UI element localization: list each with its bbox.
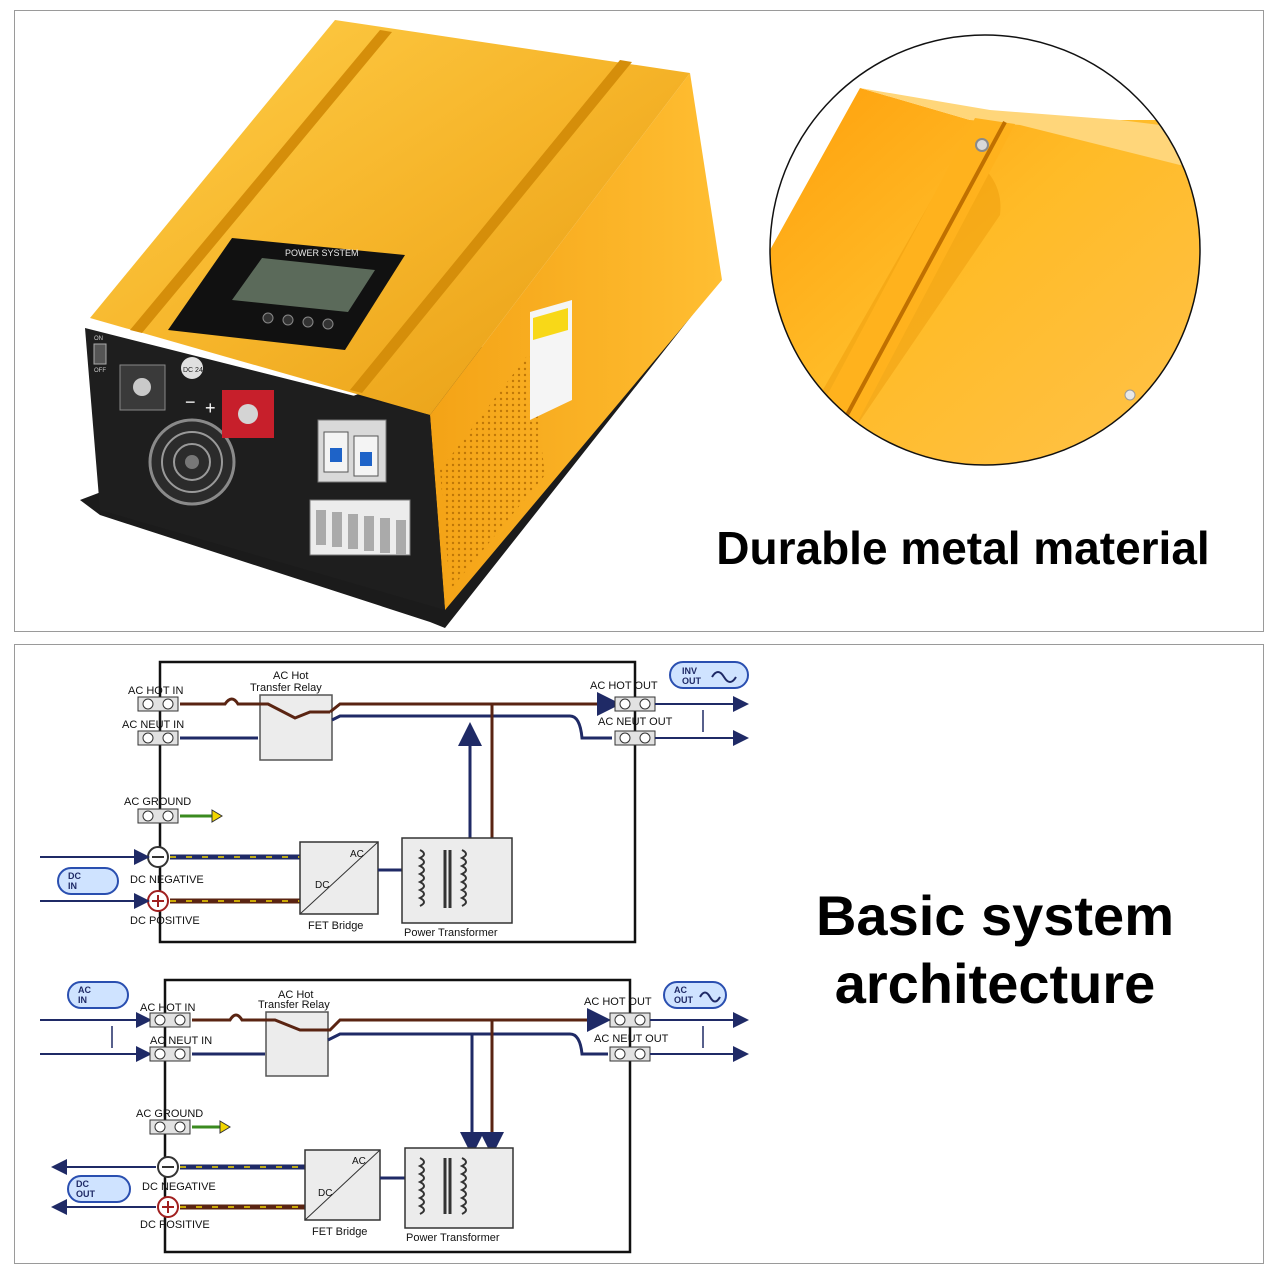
side-vent <box>440 352 545 590</box>
label-power-transformer: Power Transformer <box>404 927 498 939</box>
power-switch[interactable] <box>93 343 107 365</box>
svg-text:AC Hot: AC Hot <box>273 670 308 682</box>
lcd-button[interactable] <box>282 314 294 326</box>
lcd-screen <box>232 258 375 312</box>
ac-terminal-block[interactable] <box>309 499 411 556</box>
svg-text:OUT: OUT <box>674 995 694 1005</box>
label-ac-hot-in: AC HOT IN <box>128 685 183 697</box>
lcd-button[interactable] <box>262 312 274 324</box>
svg-text:INV: INV <box>682 666 697 676</box>
svg-text:DC 24V: DC 24V <box>183 367 208 374</box>
svg-text:DC: DC <box>318 1188 332 1199</box>
label-ac-ground: AC GROUND <box>124 796 191 808</box>
svg-text:DC: DC <box>315 880 329 891</box>
dc-in-badge <box>57 867 119 895</box>
svg-text:DC: DC <box>76 1179 89 1189</box>
brand-label: POWER SYSTEM <box>285 248 359 258</box>
svg-text:DC: DC <box>68 871 81 881</box>
svg-text:AC Hot: AC Hot <box>278 989 313 1001</box>
svg-text:AC: AC <box>674 985 687 995</box>
svg-text:AC: AC <box>78 985 91 995</box>
ac-in-badge <box>67 981 129 1009</box>
label-ac-ground: AC GROUND <box>136 1108 203 1120</box>
caption-line-2: architecture <box>834 952 1156 1015</box>
svg-text:IN: IN <box>68 881 77 891</box>
svg-text:ON: ON <box>94 336 103 342</box>
label-ac-neut-out: AC NEUT OUT <box>598 716 673 728</box>
plus-mark: + <box>205 398 216 418</box>
label-ac-neut-in: AC NEUT IN <box>150 1035 212 1047</box>
label-ac-hot-out: AC HOT OUT <box>584 996 652 1008</box>
label-ac-hot-in: AC HOT IN <box>140 1002 195 1014</box>
power-transformer <box>404 1147 514 1229</box>
label-fet-bridge: FET Bridge <box>308 920 363 932</box>
svg-text:Transfer Relay: Transfer Relay <box>258 999 330 1011</box>
lcd-button[interactable] <box>322 318 334 330</box>
label-power-transformer: Power Transformer <box>406 1232 500 1244</box>
diagram-charger-mode: AC IN AC Hot Transfer Relay AC HOT IN AC… <box>40 978 749 1254</box>
label-dc-positive: DC POSITIVE <box>130 915 200 927</box>
zoom-circle-border <box>769 34 1201 466</box>
label-ac-hot-out: AC HOT OUT <box>590 680 658 692</box>
label-dc-negative: DC NEGATIVE <box>142 1181 216 1193</box>
label-ac-neut-in: AC NEUT IN <box>122 719 184 731</box>
svg-text:IN: IN <box>78 995 87 1005</box>
diagram-inverter-mode: AC Hot Transfer Relay AC HOT IN AC NEUT … <box>40 660 749 944</box>
label-dc-positive: DC POSITIVE <box>140 1219 210 1231</box>
dc-out-badge <box>67 1175 131 1203</box>
transfer-relay <box>265 1011 329 1077</box>
minus-mark: − <box>185 392 196 412</box>
architecture-panel <box>14 644 1264 1264</box>
svg-text:OFF: OFF <box>94 368 106 374</box>
material-zoom-detail <box>770 35 1200 465</box>
dc-voltage-badge <box>181 357 203 379</box>
label-dc-negative: DC NEGATIVE <box>130 874 204 886</box>
ac-out-badge <box>663 981 727 1009</box>
svg-text:AC: AC <box>352 1156 366 1167</box>
caption-basic-architecture: Basic system architecture <box>760 882 1230 1018</box>
label-fet-bridge: FET Bridge <box>312 1226 367 1238</box>
svg-text:OUT: OUT <box>682 676 702 686</box>
lcd-button[interactable] <box>302 316 314 328</box>
inverter-photo: POWER SYSTEM DC 24V − + ON OFF <box>80 20 1201 628</box>
caption-durable-material: Durable metal material <box>716 522 1210 574</box>
svg-text:Transfer Relay: Transfer Relay <box>250 682 322 694</box>
svg-text:OUT: OUT <box>76 1189 96 1199</box>
label-ac-neut-out: AC NEUT OUT <box>594 1033 669 1045</box>
caption-line-1: Basic system <box>815 884 1174 947</box>
power-transformer <box>401 837 513 924</box>
architecture-diagrams: AC Hot Transfer Relay AC HOT IN AC NEUT … <box>40 660 749 1254</box>
svg-text:AC: AC <box>350 849 364 860</box>
